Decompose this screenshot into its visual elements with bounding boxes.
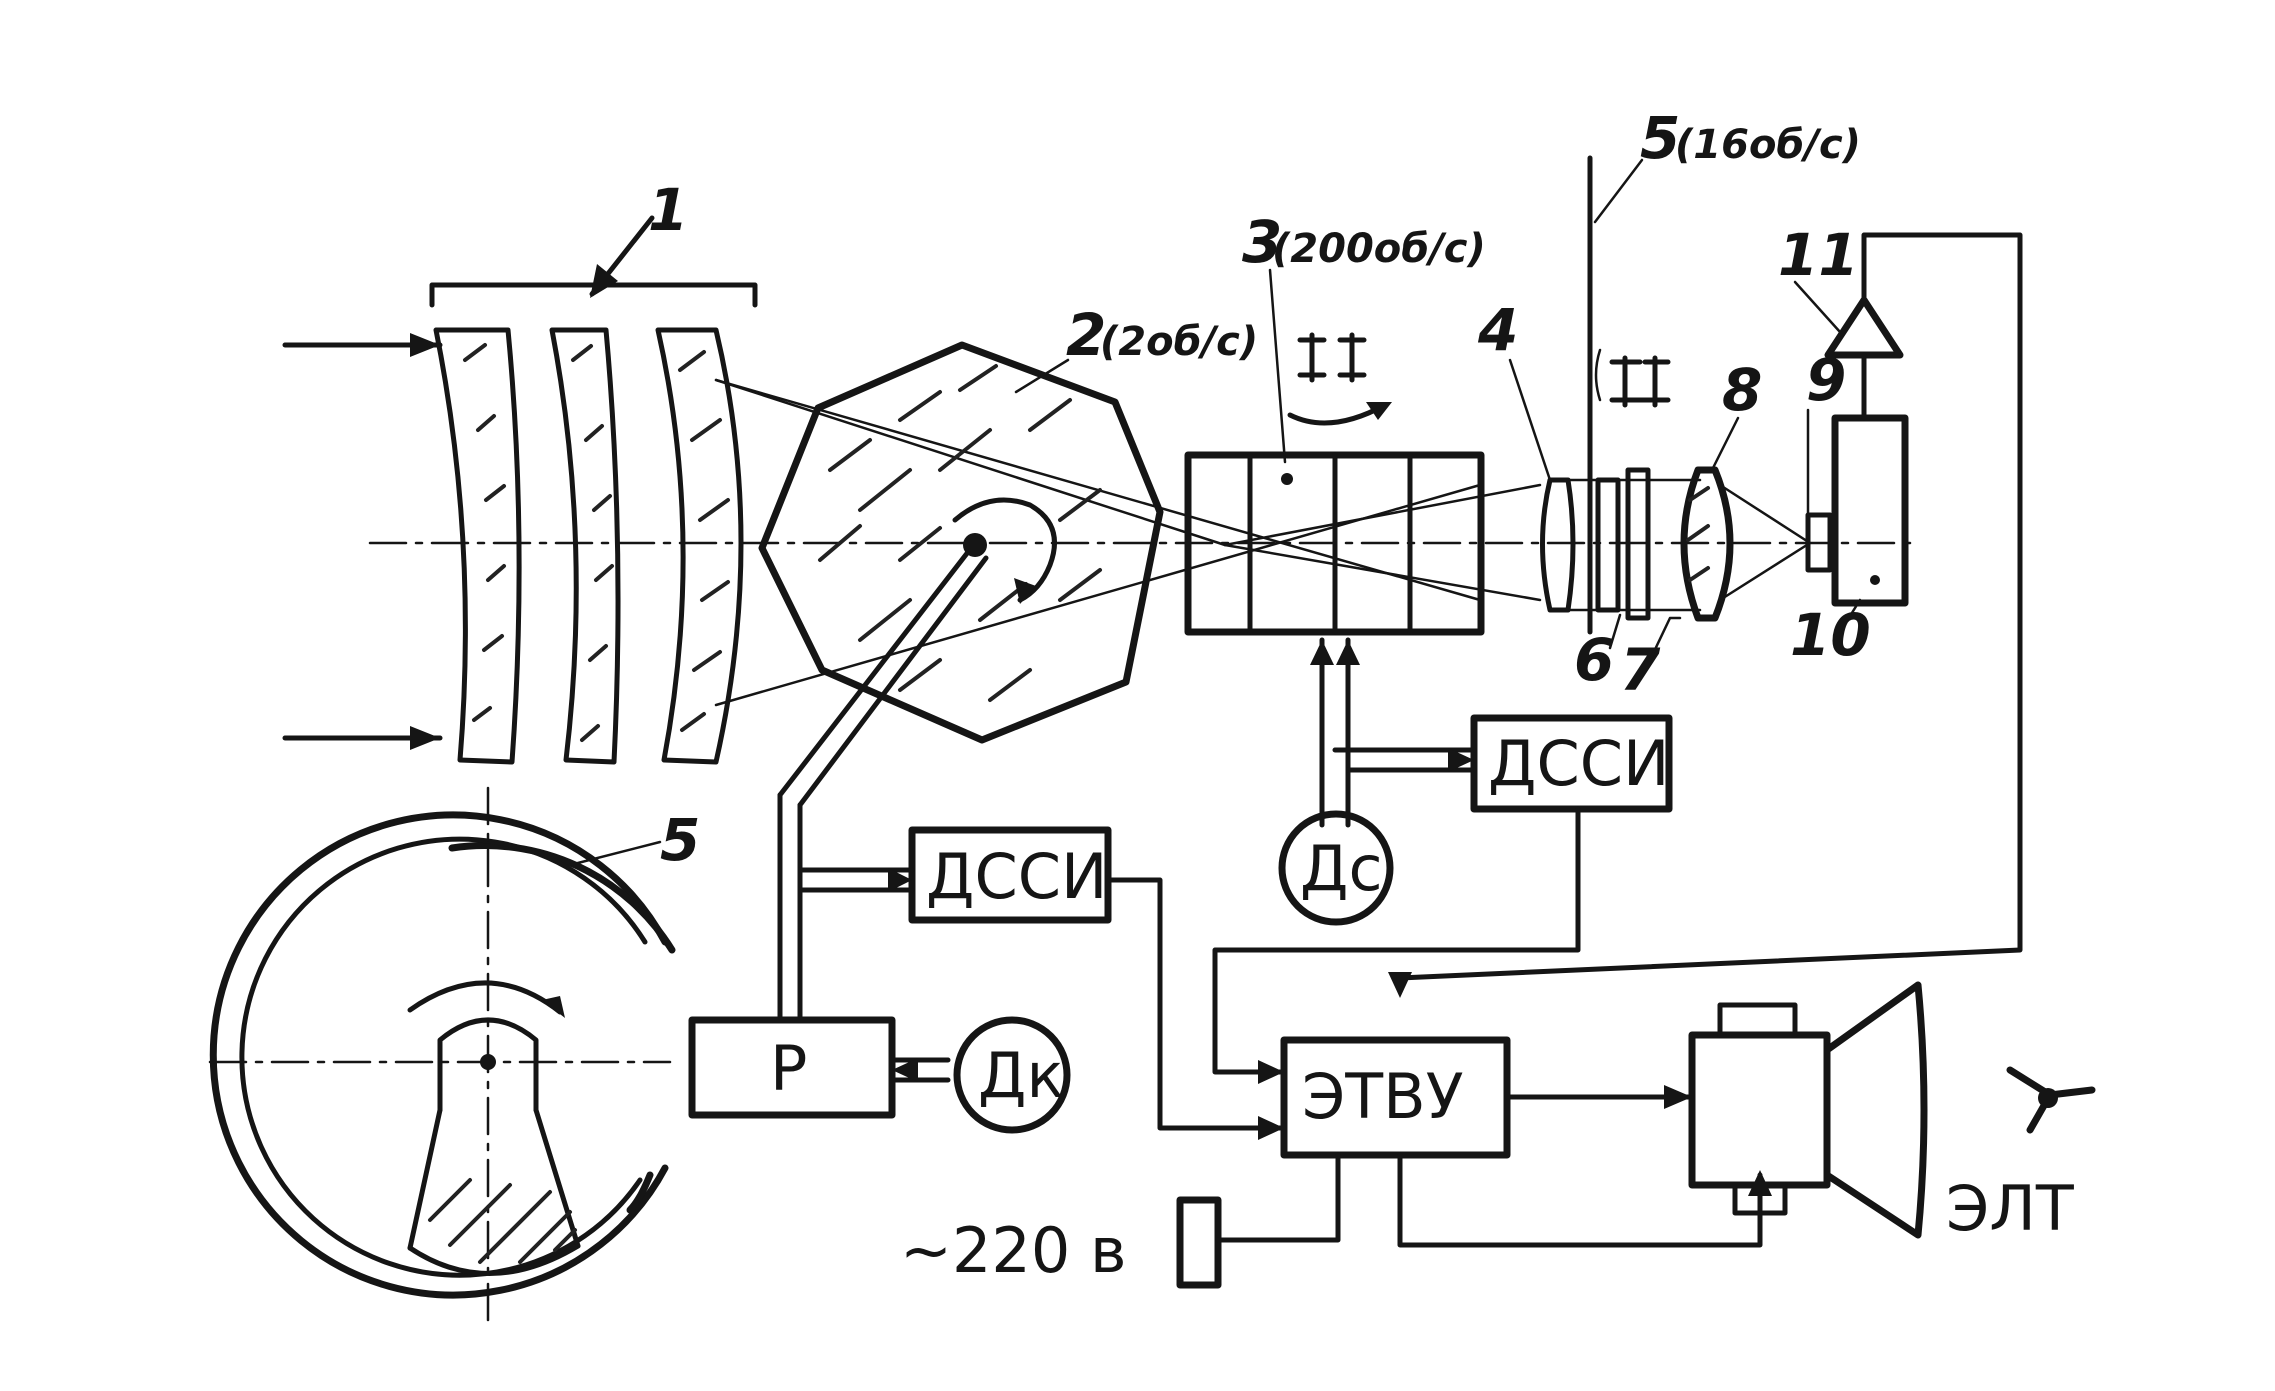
label-5-top-speed: (16об/с) xyxy=(1675,122,1861,168)
dssi-right-block xyxy=(1470,714,1673,813)
ray-bundle xyxy=(714,378,1812,707)
dssi-left-to-etvu xyxy=(1107,877,1283,1131)
label-2-speed: (2об/с) xyxy=(1100,319,1258,365)
reducer-label: Р xyxy=(770,1032,807,1105)
motor-ds-label: Дс xyxy=(1300,832,1383,905)
power-plug xyxy=(1176,1196,1222,1289)
label-1: 1 xyxy=(648,176,688,244)
label-7: 7 xyxy=(1620,636,1661,704)
label-3: 3 xyxy=(1242,208,1282,276)
dssi-right-to-etvu xyxy=(1212,806,1581,1075)
label-10-leader xyxy=(1838,598,1862,634)
power-line xyxy=(1215,1152,1341,1243)
filters xyxy=(1568,467,1702,621)
prism-rotation-arrow xyxy=(952,497,1057,603)
label-2: 2 xyxy=(1066,301,1106,369)
label-6: 6 xyxy=(1574,626,1614,694)
drum-shaft xyxy=(1310,637,1360,828)
etvu-label: ЭТВУ xyxy=(1302,1060,1463,1133)
disc-rotation-arrow xyxy=(407,980,563,1015)
label-3-speed: (200об/с) xyxy=(1272,226,1486,272)
label-5-top: 5 xyxy=(1640,104,1680,172)
motor-dk-label: Дк xyxy=(978,1039,1064,1112)
lens-group xyxy=(433,327,744,765)
label-10: 10 xyxy=(1790,601,1871,669)
label-5-disc: 5 xyxy=(660,806,700,874)
dssi-left-block xyxy=(908,826,1112,924)
incoming-rays xyxy=(282,333,443,750)
power-label: ~220 в xyxy=(900,1214,1127,1287)
label-11: 11 xyxy=(1778,221,1859,289)
label-4: 4 xyxy=(1477,296,1518,364)
objective-lens-4 xyxy=(1540,477,1576,613)
scanning-drum xyxy=(1184,332,1485,636)
label-5-disc-leader xyxy=(568,840,662,867)
modulator-disc xyxy=(208,786,676,1332)
reducer-block xyxy=(688,1016,896,1119)
label-11-leader xyxy=(1793,280,1842,334)
drum-bearing-symbol xyxy=(1297,332,1367,383)
etvu-crt-feedback xyxy=(1397,1152,1763,1248)
cryostat-10 xyxy=(1831,414,1909,607)
label-8-leader xyxy=(1710,416,1740,472)
crt-tube xyxy=(1688,981,1928,1239)
observer-eye-icon xyxy=(2006,1066,2096,1134)
label-8: 8 xyxy=(1722,356,1762,424)
crt-label: ЭЛТ xyxy=(1946,1172,2075,1245)
motor-dk xyxy=(953,1016,1071,1134)
disc-bearing-symbol xyxy=(1609,355,1671,408)
label-5-top-leader xyxy=(1593,158,1644,224)
polygon-prism xyxy=(758,341,1164,744)
dssi-left-label: ДССИ xyxy=(926,840,1107,913)
condenser-lens-8 xyxy=(1680,466,1734,622)
prism-shaft xyxy=(777,549,989,1023)
motor-ds xyxy=(1278,810,1394,926)
label-4-leader xyxy=(1508,358,1552,482)
label-3-leader xyxy=(1268,268,1287,464)
label-2-leader xyxy=(1014,358,1070,394)
dssi-right-label: ДССИ xyxy=(1488,727,1669,800)
detector-9 xyxy=(1805,512,1833,573)
